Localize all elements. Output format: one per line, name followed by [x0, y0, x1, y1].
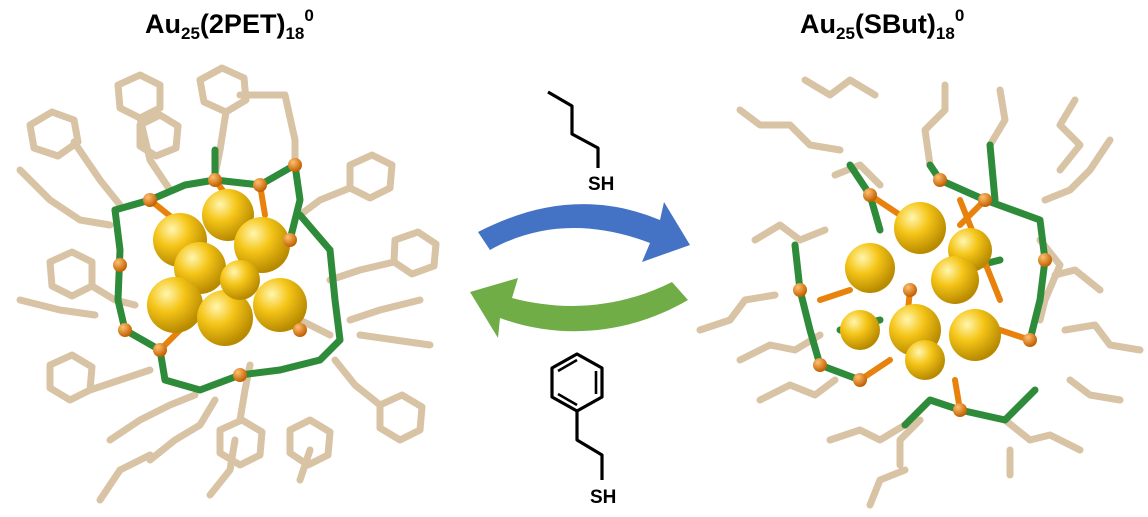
left-ligand-tails [16, 64, 440, 504]
bottom-thiol-label: SH [590, 487, 616, 508]
forward-arrow [478, 202, 690, 262]
right-cluster-title: Au25(SBut)180 [800, 6, 965, 43]
left-cluster-model [16, 64, 440, 504]
reverse-arrow [470, 278, 688, 338]
left-cluster-title: Au25(2PET)180 [145, 6, 314, 43]
left-sulfur-atoms [113, 158, 307, 382]
right-gold-core [840, 202, 1001, 380]
phenylethanethiol-structure [550, 352, 604, 480]
left-gold-core [147, 189, 307, 346]
right-ligand-tails [696, 76, 1144, 509]
right-sulfur-atoms [793, 173, 1052, 417]
butanethiol-structure: SH [547, 90, 614, 195]
top-thiol-label: SH [588, 174, 614, 195]
right-cluster-model [696, 76, 1144, 509]
